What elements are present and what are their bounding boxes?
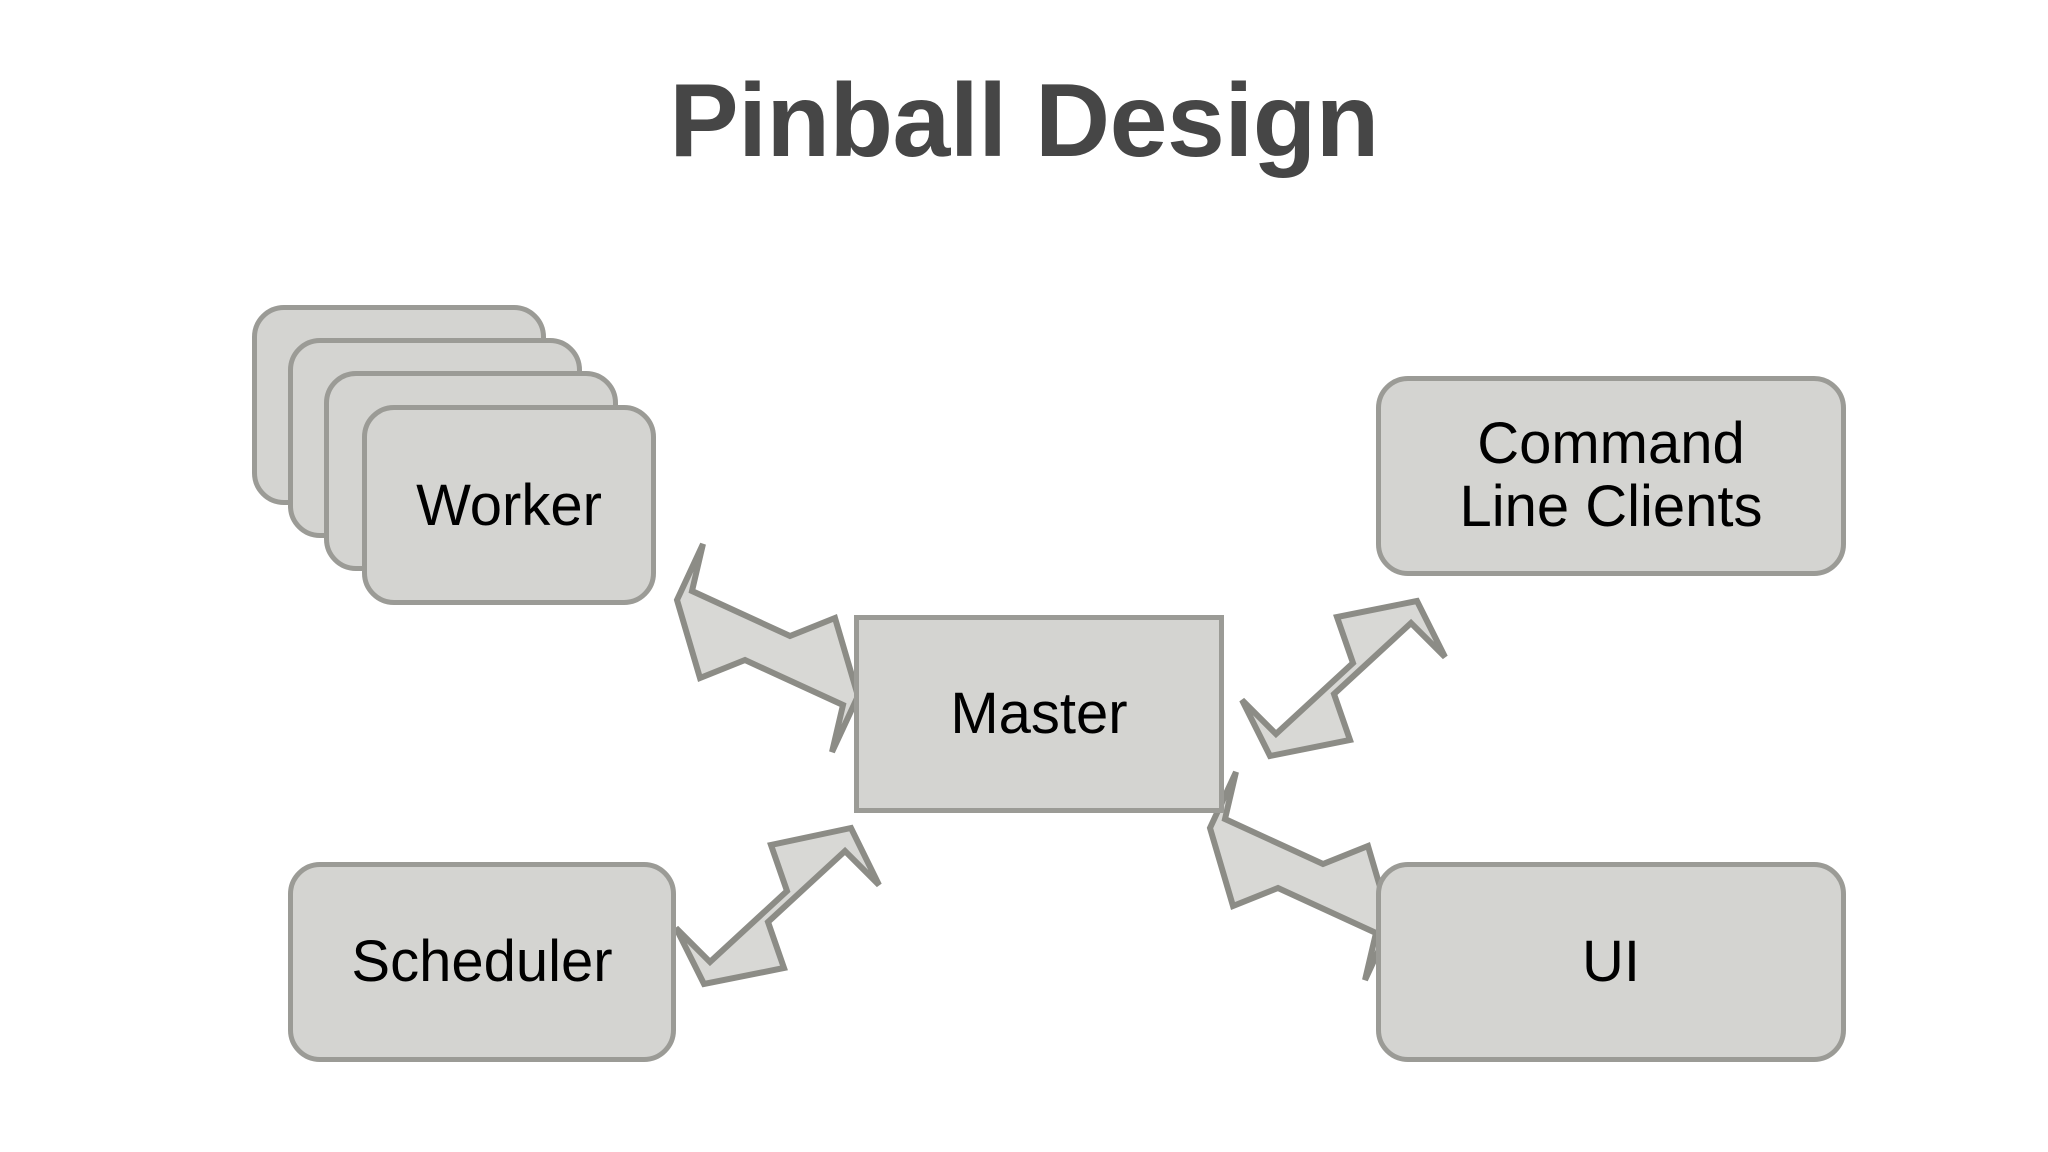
node-master[interactable]: Master — [854, 615, 1224, 813]
node-master-label: Master — [950, 680, 1128, 746]
arrow-worker-master — [673, 542, 862, 754]
node-ui[interactable]: UI — [1376, 862, 1846, 1062]
node-scheduler-label: Scheduler — [351, 928, 613, 994]
worker-stack-card-front[interactable]: Worker — [362, 405, 656, 605]
arrow-master-ui — [1206, 770, 1395, 982]
node-worker-label: Worker — [416, 472, 602, 538]
arrow-scheduler-master — [673, 824, 882, 988]
node-command-line-clients[interactable]: Command Line Clients — [1376, 376, 1846, 576]
node-worker[interactable]: Worker — [252, 305, 662, 607]
node-ui-label: UI — [1582, 928, 1640, 994]
node-scheduler[interactable]: Scheduler — [288, 862, 676, 1062]
node-command-line-clients-label-line1: Command — [1477, 411, 1745, 477]
node-command-line-clients-label-line2: Line Clients — [1459, 474, 1763, 539]
arrow-master-command-line-clients — [1239, 597, 1448, 760]
page-title: Pinball Design — [669, 63, 1379, 179]
